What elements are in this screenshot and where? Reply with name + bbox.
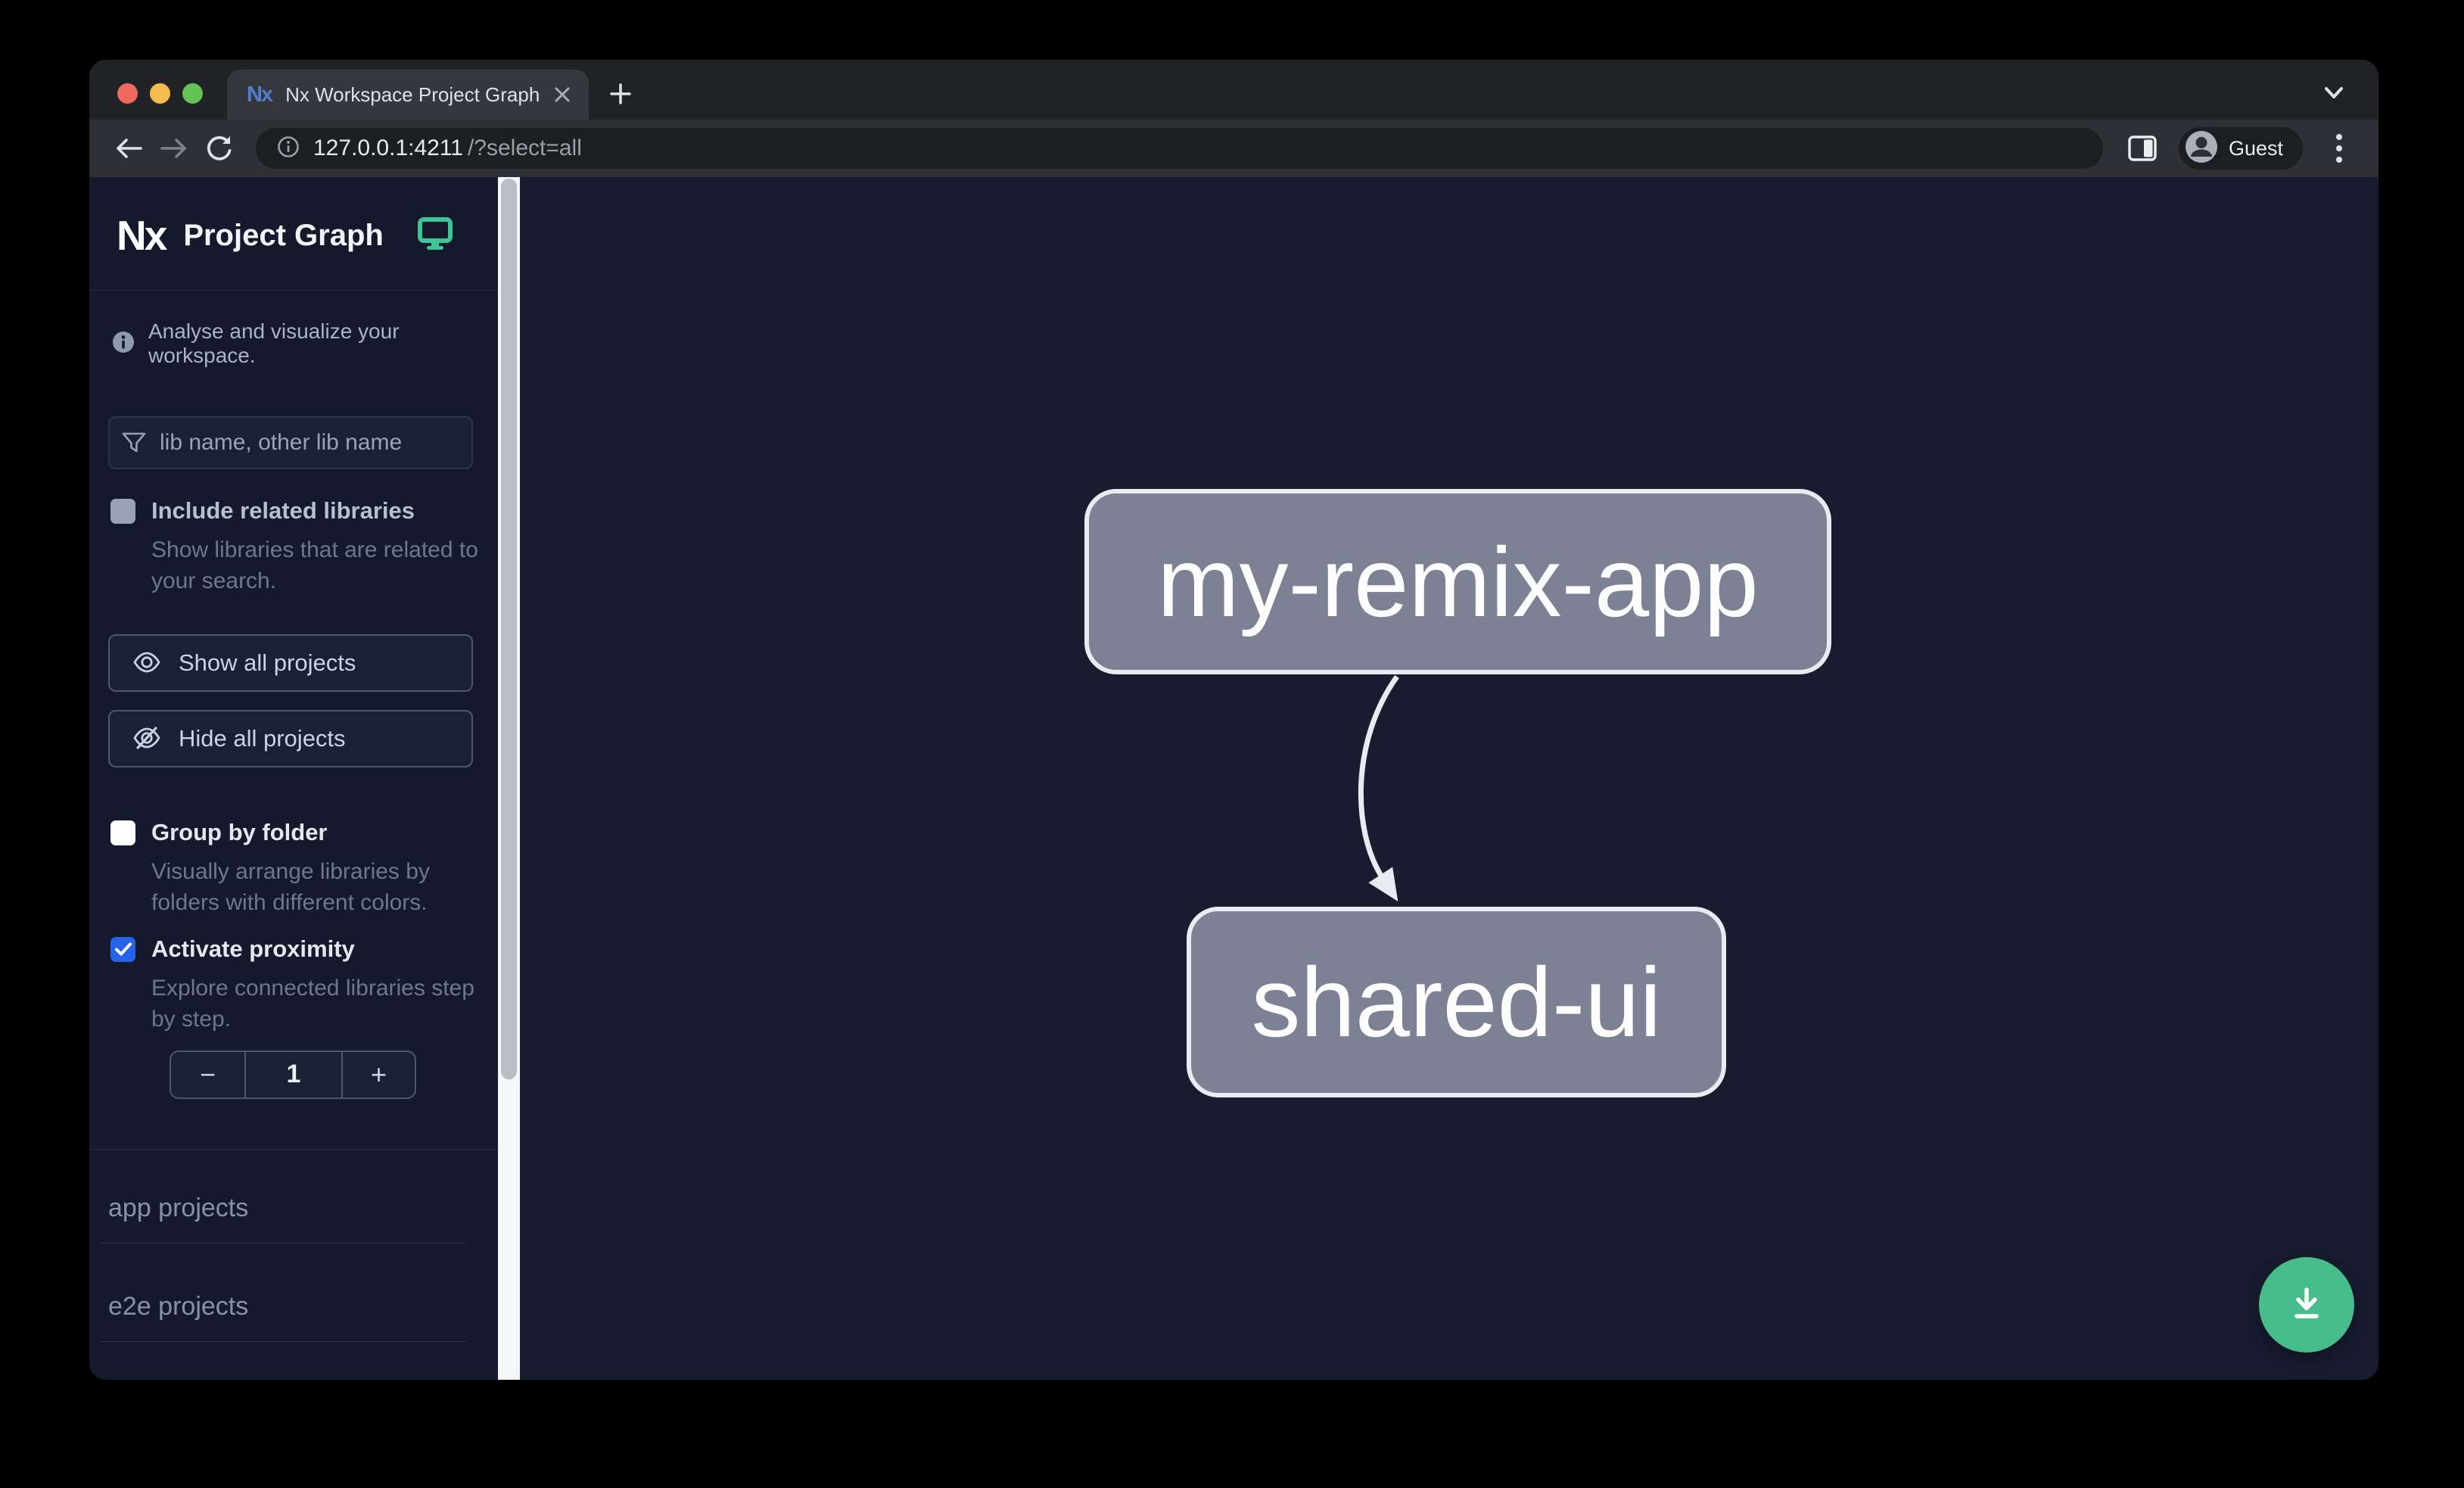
minimize-window-button[interactable]	[150, 83, 170, 104]
tagline-row: Analyse and visualize your workspace.	[89, 319, 498, 368]
option-activate-proximity: Activate proximity Explore connected lib…	[89, 935, 498, 1035]
browser-toolbar: 127.0.0.1:4211/?select=all Guest	[89, 120, 2378, 177]
site-info-icon[interactable]	[277, 135, 300, 162]
nx-logo: Nx	[117, 212, 167, 259]
graph-node-my-remix-app[interactable]: my-remix-app	[1084, 489, 1831, 674]
search-box	[108, 416, 473, 469]
close-window-button[interactable]	[117, 83, 138, 104]
button-label: Show all projects	[179, 649, 356, 677]
option-label: Activate proximity	[151, 935, 355, 963]
url-bar[interactable]: 127.0.0.1:4211/?select=all	[256, 128, 2103, 169]
activate-proximity-checkbox[interactable]	[110, 936, 135, 962]
browser-menu-icon[interactable]	[2319, 129, 2359, 168]
download-graph-button[interactable]	[2259, 1257, 2354, 1353]
node-label: shared-ui	[1251, 947, 1662, 1057]
button-label: Hide all projects	[179, 725, 346, 752]
download-icon	[2285, 1282, 2328, 1328]
window-controls	[117, 83, 203, 104]
option-include-related: Include related libraries Show libraries…	[89, 497, 498, 596]
url-host: 127.0.0.1:4211	[313, 135, 463, 160]
divider	[89, 1148, 498, 1150]
node-label: my-remix-app	[1157, 526, 1759, 637]
option-description: Visually arrange libraries by folders wi…	[151, 859, 430, 916]
scrollbar-thumb[interactable]	[501, 179, 517, 1079]
sidebar: Nx Project Graph	[89, 177, 498, 1380]
decrement-button[interactable]: −	[171, 1051, 246, 1097]
fullscreen-window-button[interactable]	[182, 83, 203, 104]
divider	[100, 1242, 466, 1244]
option-group-by-folder: Group by folder Visually arrange librari…	[89, 819, 498, 918]
graph-node-shared-ui[interactable]: shared-ui	[1187, 907, 1726, 1097]
increment-button[interactable]: +	[341, 1051, 415, 1097]
option-description: Explore connected libraries step by step…	[151, 976, 474, 1032]
divider	[100, 1340, 466, 1342]
tab-title: Nx Workspace Project Graph	[285, 82, 539, 106]
page-title: Project Graph	[183, 219, 384, 252]
side-panel-icon[interactable]	[2123, 129, 2162, 168]
profile-name: Guest	[2228, 136, 2283, 160]
back-button[interactable]	[109, 129, 148, 168]
url-path: /?select=all	[467, 135, 582, 160]
nx-favicon-icon: Nx	[247, 82, 273, 107]
reload-button[interactable]	[200, 129, 239, 168]
tab-search-chevron-icon[interactable]	[2319, 84, 2348, 104]
eye-off-icon	[132, 726, 161, 752]
browser-window: Nx Nx Workspace Project Graph	[89, 60, 2378, 1380]
edge-my-remix-app-to-shared-ui[interactable]	[1358, 674, 1399, 901]
avatar	[2185, 130, 2218, 167]
include-related-checkbox[interactable]	[110, 498, 135, 524]
sidebar-header: Nx Project Graph	[89, 177, 498, 291]
depth-value: 1	[286, 1060, 301, 1089]
sidebar-scrollbar[interactable]	[498, 177, 520, 1380]
section-app-projects: app projects	[108, 1193, 249, 1222]
eye-icon	[132, 651, 161, 676]
monitor-icon[interactable]	[417, 216, 453, 255]
tab-close-icon[interactable]	[552, 85, 572, 104]
group-by-folder-checkbox[interactable]	[110, 820, 135, 845]
new-tab-button[interactable]	[607, 80, 634, 107]
proximity-depth-stepper: − 1 +	[170, 1050, 416, 1099]
section-e2e-projects: e2e projects	[108, 1291, 249, 1321]
filter-funnel-icon	[110, 431, 158, 455]
search-input[interactable]	[158, 429, 471, 456]
tagline-text: Analyse and visualize your workspace.	[148, 319, 400, 367]
option-label: Group by folder	[151, 819, 328, 846]
tab-strip: Nx Nx Workspace Project Graph	[89, 60, 2378, 120]
graph-canvas[interactable]: my-remix-app shared-ui	[520, 177, 2378, 1380]
browser-tab[interactable]: Nx Nx Workspace Project Graph	[227, 70, 589, 120]
hide-all-projects-button[interactable]: Hide all projects	[108, 710, 473, 768]
forward-button[interactable]	[154, 129, 194, 168]
edge-layer	[1358, 674, 1399, 901]
option-label: Include related libraries	[151, 497, 415, 524]
profile-button[interactable]: Guest	[2178, 127, 2303, 170]
option-description: Show libraries that are related to your …	[151, 537, 478, 594]
info-icon	[112, 331, 135, 357]
page-content: Nx Project Graph	[89, 177, 2378, 1380]
show-all-projects-button[interactable]: Show all projects	[108, 634, 473, 693]
checkmark-icon	[114, 942, 132, 956]
